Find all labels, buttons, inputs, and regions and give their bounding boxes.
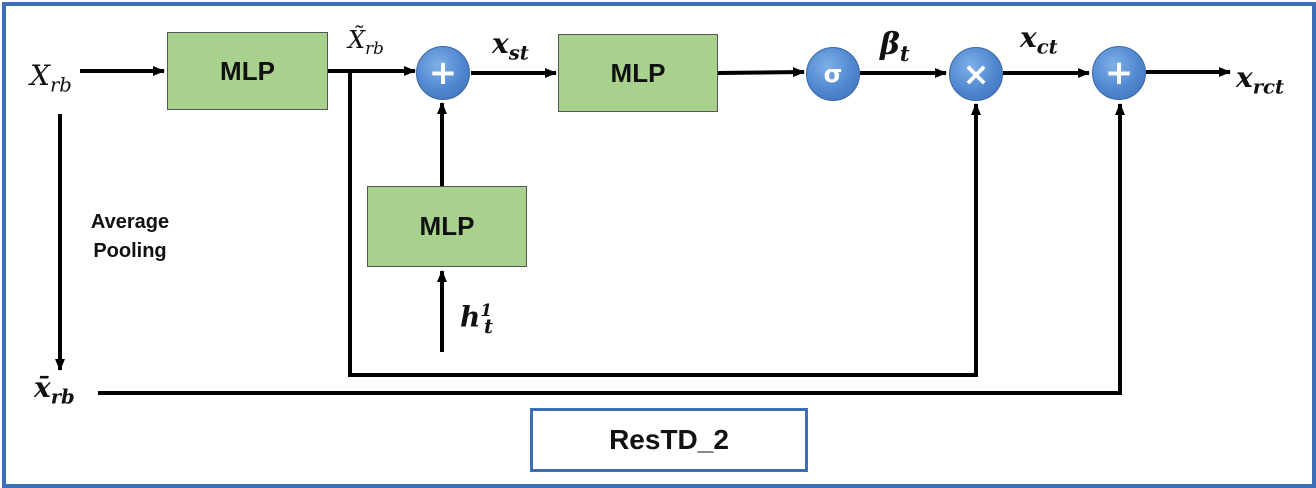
mlp-block-1: MLP — [167, 32, 328, 110]
arrow-mlp2-to-sigma — [717, 67, 805, 78]
label-x-tilde-rb: X̃rb — [348, 26, 384, 58]
label-beta-t: βt — [880, 27, 910, 66]
xbar-path-to-add2 — [98, 103, 1125, 395]
average-pooling-label: Average Pooling — [90, 211, 170, 262]
skip-path-to-multiply — [348, 73, 981, 377]
mlp-block-3: MLP — [367, 186, 527, 267]
label-x-st: xst — [492, 27, 529, 65]
label-x-bar-rb: x̄rb — [34, 371, 75, 409]
label-x-rb: Xrb — [30, 59, 72, 97]
sigma-operator: σ — [806, 47, 860, 101]
add-operator-2: + — [1092, 46, 1146, 100]
label-x-ct: xct — [1020, 21, 1058, 59]
label-x-rct: xrct — [1236, 61, 1285, 99]
label-h-t-1: h1t — [460, 300, 494, 338]
diagram-title: ResTD_2 — [530, 408, 808, 472]
multiply-operator: × — [949, 47, 1003, 101]
mlp-block-2: MLP — [558, 34, 718, 112]
add-operator-1: + — [416, 46, 470, 100]
